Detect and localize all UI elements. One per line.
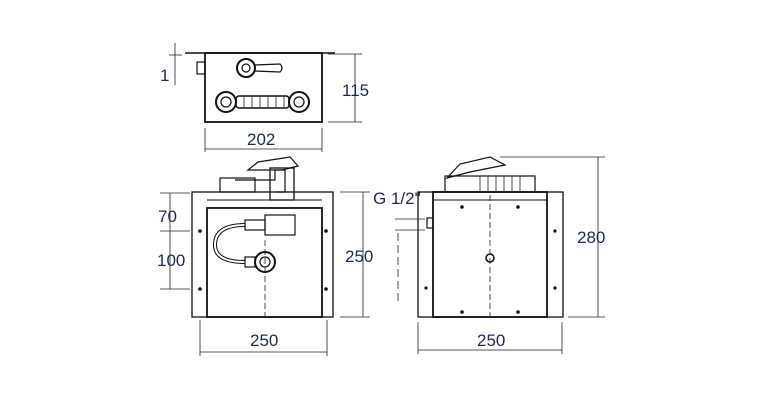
- mounting-holes: [424, 205, 557, 314]
- valve-handle-icon: [444, 156, 536, 193]
- front-view: 70 100 250 250: [157, 156, 373, 356]
- top-height-label: 115: [342, 81, 369, 100]
- front-height-label: 250: [345, 247, 373, 266]
- valve-handle-icon: [236, 58, 283, 78]
- mounting-holes: [198, 229, 328, 291]
- side-width-label: 250: [477, 331, 505, 350]
- front-width-label: 250: [250, 331, 278, 350]
- side-view: G 1/2" 280 250: [373, 156, 605, 354]
- side-height-label: 280: [577, 228, 605, 247]
- hose-fitting-icon: [215, 91, 310, 113]
- top-view: 1 115 202: [160, 43, 369, 152]
- top-width-label: 202: [247, 130, 275, 149]
- hose-icon: [212, 214, 296, 273]
- top-offset-label: 1: [160, 66, 169, 85]
- front-upper-label: 70: [158, 207, 177, 226]
- valve-handle-icon: [219, 156, 300, 201]
- front-lower-label: 100: [157, 251, 185, 270]
- thread-size-label: G 1/2": [373, 189, 421, 208]
